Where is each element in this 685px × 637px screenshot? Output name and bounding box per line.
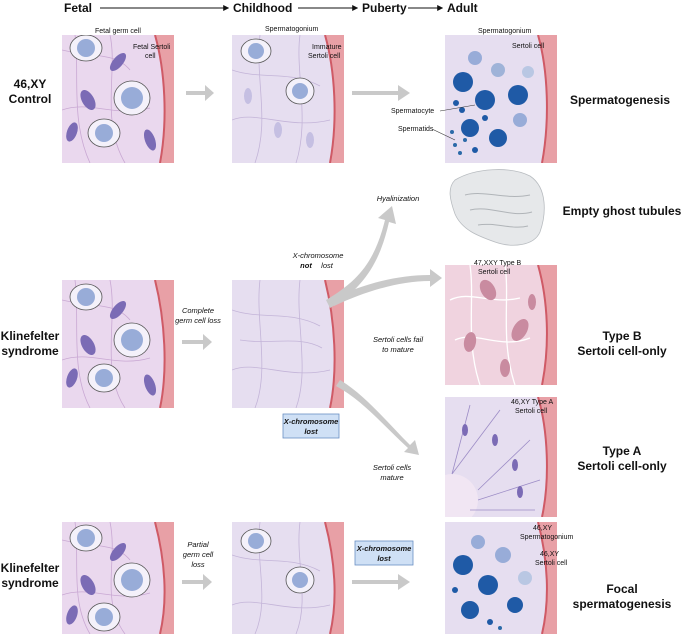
label-spermatogonium-child: Spermatogonium [265,26,318,33]
label-fetal-sertoli-1: Fetal Sertoli [133,44,171,51]
label-typeb-2: Sertoli cell [478,269,511,276]
note-x-not-lost-3: lost [321,261,334,270]
stage-adult: Adult [447,1,478,15]
row-label-ks2-2: syndrome [1,576,59,590]
label-focal-sc-2: Sertoli cell [535,560,568,567]
child-tubule-ks1 [232,280,344,408]
fetal-tubule-ks2 [62,522,174,634]
adult-tubule-focal [445,522,557,634]
label-spermatids: Spermatids [398,126,434,133]
x-lost-box-2-line1: X-chromosome [356,544,412,553]
label-sertoli-adult: Sertoli cell [512,43,545,50]
label-typea-1: 46,XY Type A [511,399,553,406]
row-label-control-2: Control [9,92,52,106]
typeb-tubule [445,265,557,385]
outcome-typeb-2: Sertoli cell-only [577,344,667,358]
child-tubule-control [232,35,344,163]
stage-puberty: Puberty [362,1,407,15]
note-partial-1: Partial [187,540,209,549]
label-focal-sg-1: 46,XY [533,525,552,532]
arrow-to-typea [336,380,419,455]
label-immature-1: Immature [312,44,342,51]
label-fetal-germ-cell: Fetal germ cell [95,28,141,35]
label-immature-2: Sertoli cell [308,53,341,60]
label-spermatocyte: Spermatocyte [391,108,434,115]
x-lost-box-2 [354,540,414,566]
stage-fetal: Fetal [64,1,92,15]
arrow-to-hyalinization [326,206,396,308]
leader-line [439,104,476,112]
note-fail-1: Sertoli cells fail [373,335,423,344]
arrow-fetal-to-child [186,85,214,101]
stage-childhood: Childhood [233,1,292,15]
note-complete-1: Complete [182,306,214,315]
note-mature-2: mature [380,473,403,482]
label-fetal-sertoli-2: cell [145,53,156,60]
label-typea-2: Sertoli cell [515,408,548,415]
outcome-spermatogenesis: Spermatogenesis [570,93,670,107]
arrow-child-to-adult [352,85,410,101]
outcome-typea-1: Type A [603,444,642,458]
child-tubule-ks2 [232,522,344,634]
outcome-typea-2: Sertoli cell-only [577,459,667,473]
label-focal-sg-2: Spermatogonium [520,534,573,541]
label-focal-sc-1: 46,XY [540,551,559,558]
outcome-empty-ghost: Empty ghost tubules [563,204,682,218]
x-lost-box-1-line2: lost [304,427,318,436]
note-complete-2: germ cell loss [175,316,221,325]
arrow-ks1-fetal-to-child [182,334,212,350]
note-x-not-lost-1: X-chromosome [292,251,344,260]
note-partial-2: germ cell [183,550,214,559]
note-partial-3: loss [191,560,205,569]
x-lost-box-2-line2: lost [377,554,391,563]
fetal-tubule-ks1 [62,280,174,408]
row-label-control-1: 46,XY [14,77,47,91]
leader-line [431,128,456,141]
arrow-ks2-fetal-to-child [182,574,212,590]
note-mature-1: Sertoli cells [373,463,412,472]
typea-tubule [445,397,557,517]
fetal-tubule-control [62,35,174,163]
note-hyalinization: Hyalinization [377,194,420,203]
timeline-header: Fetal Childhood Puberty Adult [64,1,478,15]
arrow-to-typeb [330,269,442,306]
outcome-focal-2: spermatogenesis [573,597,672,611]
ghost-tubule [449,169,545,246]
row-label-ks2-1: Klinefelter [1,561,60,575]
row-label-ks1-2: syndrome [1,344,59,358]
x-lost-box-1 [282,413,340,439]
arrow-ks2-child-to-adult [352,574,410,590]
label-typeb-1: 47,XXY Type B [474,260,522,267]
note-fail-2: to mature [382,345,414,354]
ghost-tubule-fibers [464,193,533,228]
x-lost-box-1-line1: X-chromosome [283,417,339,426]
label-spermatogonium-adult: Spermatogonium [478,28,531,35]
adult-tubule-control [445,35,557,163]
outcome-focal-1: Focal [606,582,637,596]
outcome-typeb-1: Type B [602,329,641,343]
row-label-ks1-1: Klinefelter [1,329,60,343]
note-x-not-lost-2: not [300,261,312,270]
